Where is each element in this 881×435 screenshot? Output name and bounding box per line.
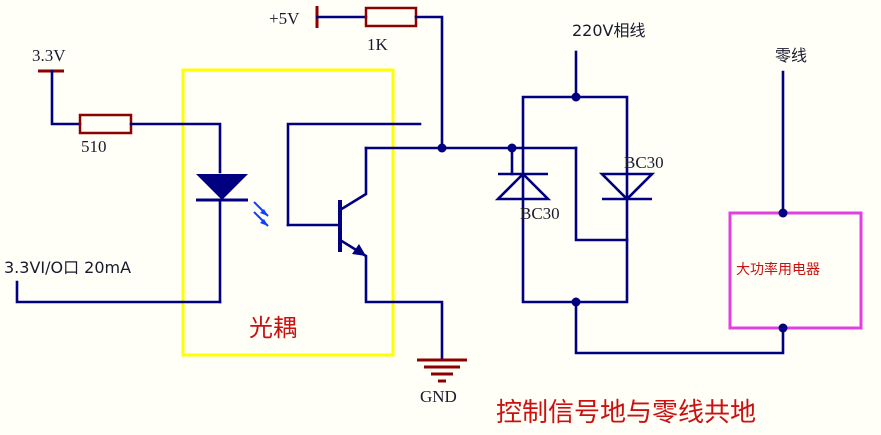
label-bc30-right: BC30 bbox=[624, 153, 664, 172]
label-note: 控制信号地与零线共地 bbox=[496, 398, 756, 428]
label-load: 大功率用电器 bbox=[736, 261, 820, 278]
triac-left bbox=[494, 172, 552, 201]
load-box bbox=[728, 211, 863, 330]
resistor-510 bbox=[78, 113, 133, 135]
resistor-1k bbox=[364, 6, 418, 28]
label-510: 510 bbox=[81, 137, 107, 156]
label-1k: 1K bbox=[367, 35, 389, 54]
emitter-arrow-icon bbox=[352, 244, 366, 256]
pullup-branch bbox=[315, 6, 444, 150]
label-optocoupler: 光耦 bbox=[249, 314, 297, 342]
label-3v3: 3.3V bbox=[32, 46, 66, 65]
io-wire bbox=[15, 280, 222, 304]
label-bc30-left: BC30 bbox=[520, 204, 560, 223]
label-io: 3.3VI/O口 20mA bbox=[4, 258, 131, 277]
label-neutral: 零线 bbox=[775, 46, 807, 65]
input-supply-branch bbox=[38, 69, 222, 174]
triac-right bbox=[598, 172, 656, 201]
led-emitter bbox=[196, 174, 269, 304]
optocoupler-box bbox=[181, 68, 395, 357]
led-triangle-icon bbox=[196, 174, 248, 200]
triac-bridge bbox=[510, 50, 629, 307]
phototransistor bbox=[286, 122, 444, 362]
label-gnd: GND bbox=[420, 387, 457, 406]
return-wire bbox=[574, 300, 785, 355]
gnd-symbol bbox=[417, 358, 467, 383]
label-220v: 220V相线 bbox=[572, 21, 646, 40]
label-5v: +5V bbox=[269, 9, 300, 28]
